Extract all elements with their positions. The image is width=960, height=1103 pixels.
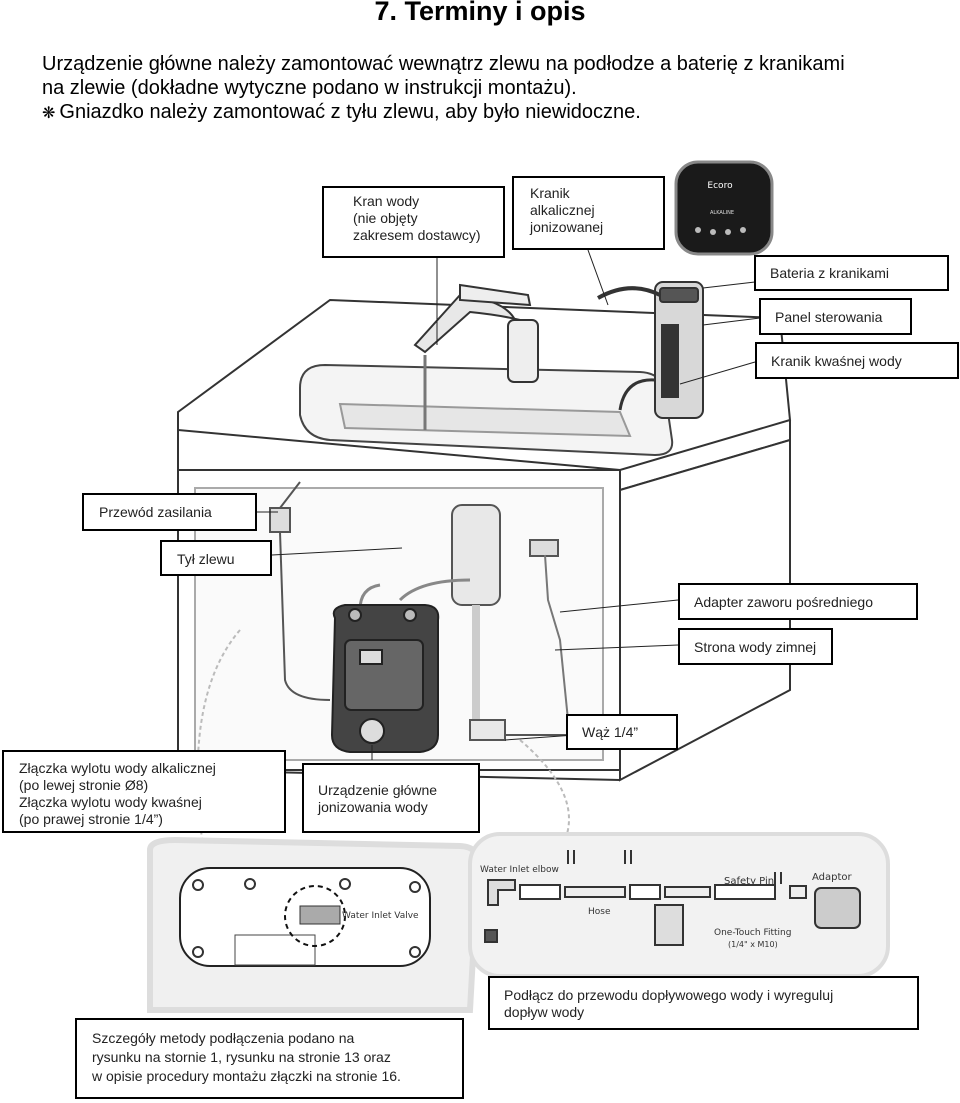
fittings-detail: Water Inlet elbow Safety Pin Adaptor Hos… — [468, 832, 890, 978]
label-strona-wody-zimnej: Strona wody zimnej — [678, 628, 833, 665]
label-line: jonizowanej — [530, 219, 604, 235]
safety-pin-label: Safety Pin — [724, 876, 774, 887]
label-line: w opisie procedury montażu złączki na st… — [92, 1068, 401, 1084]
label-line: (po lewej stronie Ø8) — [19, 777, 149, 793]
label-waz: Wąż 1/4” — [566, 714, 678, 750]
label-text: Tył zlewu — [177, 551, 235, 567]
intro-line-text: Gniazdko należy zamontować z tyłu zlewu,… — [59, 101, 641, 123]
main-ionizer-unit — [330, 604, 440, 753]
label-line: Złączka wylotu wody kwaśnej — [19, 794, 202, 810]
panel-brand: Ecoro — [707, 181, 733, 191]
label-line: dopływ wody — [504, 1004, 585, 1020]
label-line: Złączka wylotu wody alkalicznej — [19, 760, 216, 776]
one-touch-label: One-Touch Fitting — [714, 928, 791, 938]
control-panel-inset: Ecoro ALKALINE — [674, 160, 774, 256]
adaptor-label: Adaptor — [812, 872, 853, 883]
label-line: (po prawej stronie 1/4”) — [19, 811, 163, 827]
label-text: Wąż 1/4” — [582, 724, 639, 740]
intro-line: na zlewie (dokładne wytyczne podano w in… — [42, 77, 577, 99]
label-kran-wody: Kran wody (nie objęty zakresem dostawcy) — [322, 186, 505, 258]
label-text: Panel sterowania — [775, 309, 883, 325]
label-line: jonizowania wody — [318, 799, 428, 815]
water-inlet-elbow-label: Water Inlet elbow — [480, 865, 559, 875]
unit-top-view-detail: Water Inlet Valve — [147, 836, 482, 1013]
label-podlacz: Podłącz do przewodu dopływowego wody i w… — [488, 976, 919, 1030]
main-faucet — [413, 283, 539, 430]
label-panel-sterowania: Panel sterowania — [759, 298, 912, 335]
intro-line: Urządzenie główne należy zamontować wewn… — [42, 53, 845, 75]
label-line: rysunku na stornie 1, rysunku na stronie… — [92, 1049, 391, 1065]
ionizer-faucet-unit — [597, 281, 704, 419]
label-line: Kran wody — [353, 193, 420, 209]
label-kranik-kwasnej: Kranik kwaśnej wody — [755, 342, 959, 379]
leader-lines — [257, 249, 761, 760]
hand-arrow-icons — [567, 850, 782, 884]
drain-and-pipes — [358, 504, 571, 741]
panel-mode: ALKALINE — [710, 210, 734, 216]
label-text: Adapter zaworu pośredniego — [694, 594, 874, 610]
label-line: Podłącz do przewodu dopływowego wody i w… — [504, 987, 834, 1003]
intro-line: ❋Gniazdko należy zamontować z tyłu zlewu… — [42, 100, 942, 126]
label-adapter-zaworu: Adapter zaworu pośredniego — [678, 583, 918, 620]
page-title: 7. Terminy i opis — [374, 0, 586, 26]
intro-text: Urządzenie główne należy zamontować wewn… — [42, 52, 942, 126]
power-cord — [269, 481, 331, 701]
label-line: Szczegóły metody podłączenia podano na — [92, 1030, 355, 1046]
label-przewod-zasilania: Przewód zasilania — [82, 493, 257, 531]
snowflake-bullet-icon: ❋ — [42, 105, 56, 122]
label-text: Przewód zasilania — [99, 504, 212, 520]
label-line: zakresem dostawcy) — [353, 227, 481, 243]
label-text: Bateria z kranikami — [770, 265, 890, 281]
label-szczegoly: Szczegóły metody podłączenia podano na r… — [75, 1018, 464, 1099]
label-kranik-alkalicznej: Kranik alkalicznej jonizowanej — [512, 176, 665, 250]
label-urzadzenie-glowne: Urządzenie główne jonizowania wody — [302, 763, 480, 833]
label-line: Kranik — [530, 185, 570, 201]
label-line: Urządzenie główne — [318, 782, 438, 798]
one-touch-size-label: (1/4" x M10) — [728, 940, 778, 949]
label-text: Strona wody zimnej — [694, 639, 817, 655]
water-inlet-valve-label: Water Inlet Valve — [342, 911, 419, 921]
label-zlaczka: Złączka wylotu wody alkalicznej (po lewe… — [2, 750, 286, 833]
sink-basin — [299, 363, 674, 457]
label-bateria: Bateria z kranikami — [754, 255, 949, 291]
label-line: (nie objęty — [353, 210, 418, 226]
label-tyl-zlewu: Tył zlewu — [160, 540, 272, 576]
label-line: alkalicznej — [530, 202, 595, 218]
hose-label: Hose — [588, 907, 611, 917]
label-text: Kranik kwaśnej wody — [771, 353, 902, 369]
